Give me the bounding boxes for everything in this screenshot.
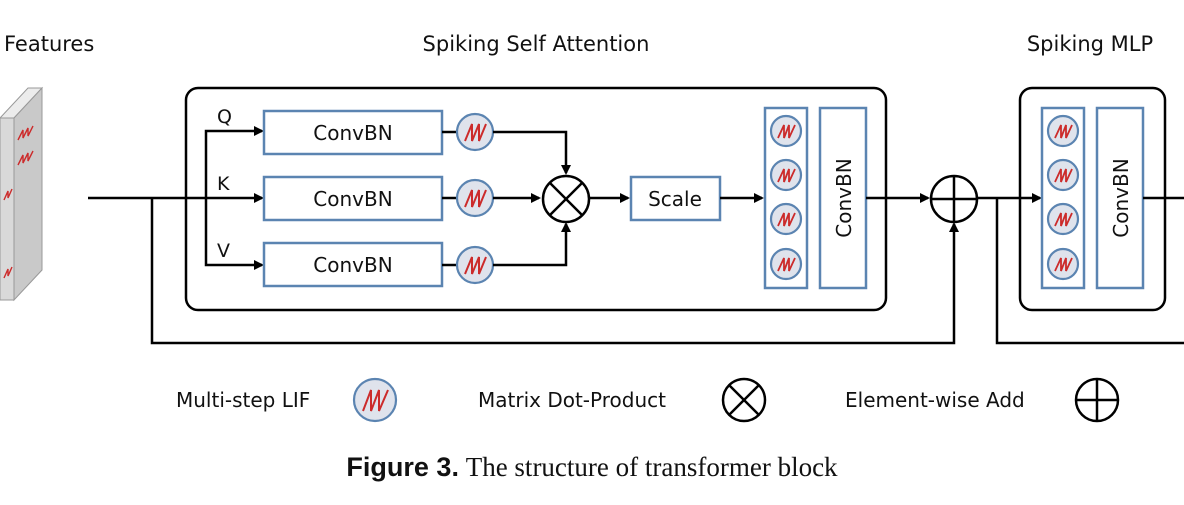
- convbn-mlp-label: ConvBN: [1109, 158, 1133, 237]
- convbn-ssa-out-box: [818, 106, 868, 290]
- residual-connection-1: [150, 198, 959, 345]
- figure-caption: Figure 3. The structure of transformer b…: [0, 452, 1184, 483]
- v-label: V: [217, 240, 230, 262]
- lif-q-icon: [455, 112, 495, 152]
- ssa-lif-icon-1: [769, 114, 803, 148]
- legend-add-icon: [1074, 377, 1120, 423]
- lif-v-icon: [455, 245, 495, 285]
- legend-dot-product-icon: [721, 377, 767, 423]
- ssa-title: Spiking Self Attention: [423, 32, 650, 56]
- q-branch: [204, 126, 264, 198]
- figure-number: Figure 3.: [346, 452, 459, 482]
- convbn-q-box: [262, 109, 444, 156]
- features-title: Features: [4, 32, 94, 56]
- matrix-dot-product-icon: [541, 174, 591, 224]
- convbn-k-label: ConvBN: [313, 187, 392, 211]
- scale-label: Scale: [648, 187, 702, 211]
- convbn-k-box: [262, 175, 444, 222]
- mlp-lif-icon-4: [1046, 247, 1080, 281]
- scale-box: [629, 175, 722, 222]
- ssa-lif-icon-4: [769, 247, 803, 281]
- residual-connection-2: [995, 198, 1184, 345]
- mlp-lif-icon-2: [1046, 158, 1080, 192]
- q-label: Q: [217, 106, 232, 128]
- legend-lif-label: Multi-step LIF: [176, 388, 310, 412]
- mlp-lif-icon-3: [1046, 202, 1080, 236]
- legend-dot-label: Matrix Dot-Product: [478, 388, 666, 412]
- legend-add-label: Element-wise Add: [845, 388, 1025, 412]
- ssa-lif-icon-2: [769, 158, 803, 192]
- mlp-lif-icon-1: [1046, 114, 1080, 148]
- feature-map-block: [0, 86, 44, 302]
- convbn-mlp-box: [1095, 106, 1145, 290]
- element-wise-add-icon: [929, 174, 979, 224]
- convbn-q-label: ConvBN: [313, 121, 392, 145]
- k-label: K: [217, 173, 230, 195]
- lif-k-icon: [455, 178, 495, 218]
- legend-lif-icon: [352, 377, 398, 423]
- ssa-lif-icon-3: [769, 202, 803, 236]
- figure-caption-text: The structure of transformer block: [465, 452, 838, 482]
- convbn-v-label: ConvBN: [313, 253, 392, 277]
- v-branch: [204, 198, 264, 270]
- convbn-ssa-out-label: ConvBN: [832, 158, 856, 237]
- mlp-title: Spiking MLP: [1027, 32, 1153, 56]
